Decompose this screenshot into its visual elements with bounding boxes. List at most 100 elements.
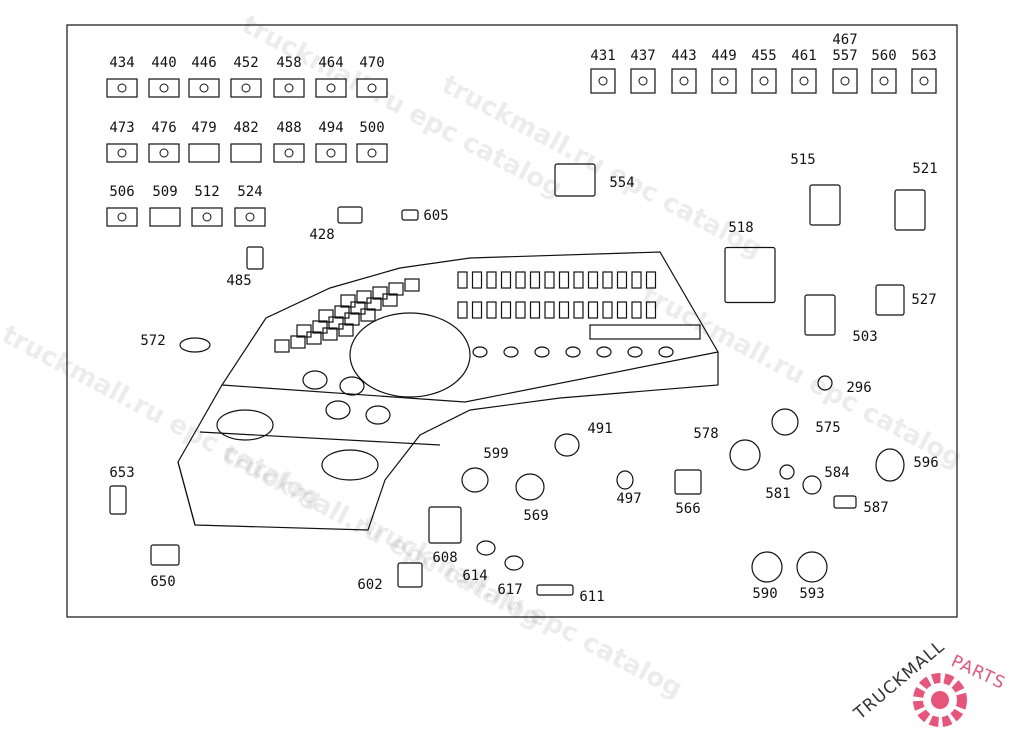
part-label-521: 521 — [912, 161, 937, 177]
mirror-heat-icon — [791, 68, 817, 94]
cap — [779, 464, 795, 480]
switch-slot — [631, 301, 642, 319]
sensor — [109, 485, 127, 515]
control-hole — [503, 346, 519, 358]
switch-slot — [558, 271, 570, 289]
rotary-knob — [771, 408, 799, 436]
part-label-296: 296 — [846, 380, 871, 396]
warning-lamp-slot — [404, 278, 420, 292]
key — [536, 584, 574, 596]
warning-lamp-slot — [372, 286, 388, 300]
warning-lamp-slot — [356, 290, 372, 304]
parking-brake-icon — [188, 78, 220, 98]
switch-slot — [616, 271, 628, 289]
part-label-617: 617 — [497, 582, 522, 598]
toggle-switch — [674, 469, 702, 495]
control-hole — [565, 346, 581, 358]
switch-cover — [875, 284, 905, 316]
knob — [817, 375, 833, 391]
switch-slot — [631, 271, 642, 289]
blank-icon — [188, 143, 220, 163]
part-label-455: 455 — [751, 48, 776, 64]
warning-lamp-slot — [340, 294, 356, 308]
nut — [504, 555, 524, 571]
cab-light-icon — [630, 68, 656, 94]
watermark-text: truckmall.ru epc catalog — [637, 280, 967, 475]
part-label-470: 470 — [359, 55, 384, 71]
bulb — [833, 495, 857, 509]
part-label-440: 440 — [151, 55, 176, 71]
bracket — [397, 562, 423, 588]
fuel-icon — [356, 78, 388, 98]
brake-indicator-icon — [871, 68, 897, 94]
warning-lamp-slot — [290, 335, 306, 349]
push-button — [554, 433, 580, 457]
fan-icon — [711, 68, 737, 94]
wiper-icon — [273, 143, 305, 163]
part-label-593: 593 — [799, 586, 824, 602]
switch-slot — [515, 271, 526, 289]
part-label-467: 467 — [832, 32, 857, 48]
sensor-plug — [150, 544, 180, 566]
part-label-602: 602 — [357, 577, 382, 593]
part-label-515: 515 — [790, 152, 815, 168]
part-label-452: 452 — [233, 55, 258, 71]
switch-slot — [573, 301, 584, 319]
part-label-653: 653 — [109, 465, 134, 481]
part-label-608: 608 — [432, 550, 457, 566]
headlight-icon — [148, 78, 180, 98]
warning-lamp-slot — [366, 297, 382, 311]
part-label-563: 563 — [911, 48, 936, 64]
switch-slot — [457, 271, 468, 289]
part-label-461: 461 — [791, 48, 816, 64]
control-hole — [658, 346, 674, 358]
part-label-584: 584 — [824, 465, 849, 481]
switch-slot — [558, 301, 570, 319]
warning-lamp-slot — [318, 309, 334, 323]
display-slot — [589, 324, 701, 340]
switch-slot — [587, 301, 599, 319]
switch-slot — [471, 271, 483, 289]
blank-icon — [149, 207, 181, 227]
part-label-518: 518 — [728, 220, 753, 236]
push-button — [515, 473, 545, 501]
part-label-590: 590 — [752, 586, 777, 602]
diagram-frame — [66, 24, 958, 618]
part-label-473: 473 — [109, 120, 134, 136]
part-label-611: 611 — [579, 589, 604, 605]
abs-icon — [191, 207, 223, 227]
part-label-485: 485 — [226, 273, 251, 289]
switch-slot — [602, 301, 613, 319]
control-hole — [627, 346, 643, 358]
part-label-482: 482 — [233, 120, 258, 136]
rocker-switch — [554, 163, 596, 197]
part-label-491: 491 — [587, 421, 612, 437]
warning-lamp-slot — [306, 331, 322, 345]
switch-slot — [602, 271, 613, 289]
nut — [476, 540, 496, 556]
part-label-503: 503 — [852, 329, 877, 345]
rocker-switch — [804, 294, 836, 336]
switch-slot — [471, 301, 483, 319]
part-label-650: 650 — [150, 574, 175, 590]
switch-slot — [529, 301, 541, 319]
cap — [616, 470, 634, 490]
interior-light-icon — [590, 68, 616, 94]
ignition-switch — [428, 506, 462, 544]
rocker-switch — [894, 189, 926, 231]
switch-slot — [616, 301, 628, 319]
part-label-512: 512 — [194, 184, 219, 200]
bulb — [401, 209, 419, 221]
switch-slot — [645, 271, 657, 289]
part-label-434: 434 — [109, 55, 134, 71]
switch-slot — [573, 271, 584, 289]
dots-icon — [356, 143, 388, 163]
part-label-560: 560 — [871, 48, 896, 64]
warning-lamp-slot — [388, 282, 404, 296]
light-indicator-icon — [832, 68, 858, 94]
switch-slot — [486, 271, 497, 289]
switch-slot — [500, 271, 512, 289]
warning-triangle-icon — [671, 68, 697, 94]
warning-lamp-slot — [344, 312, 360, 326]
switch-slot — [529, 271, 541, 289]
